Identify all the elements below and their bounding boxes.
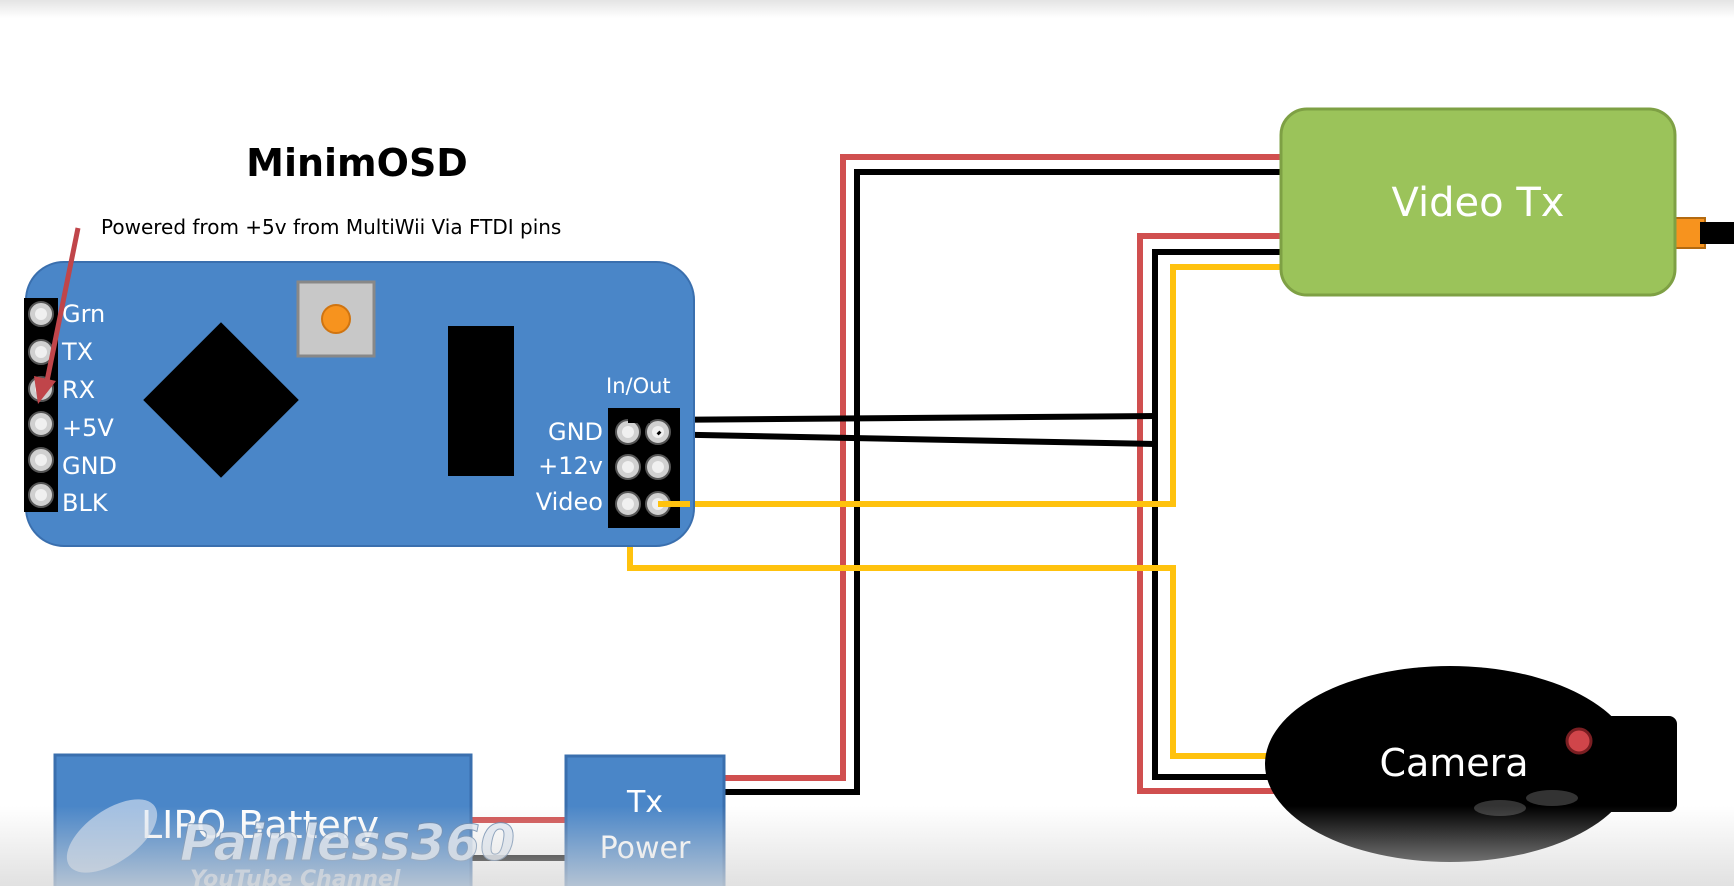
osd-button-cap bbox=[321, 304, 351, 334]
tx-power-line1: Tx bbox=[626, 785, 663, 820]
osd-button bbox=[296, 280, 376, 358]
osd-power-note: Powered from +5v from MultiWii Via FTDI … bbox=[101, 215, 561, 239]
io-label-12v: +12v bbox=[538, 452, 603, 480]
video-tx: Video Tx bbox=[1279, 107, 1677, 297]
wire-power-black bbox=[722, 169, 1282, 795]
wire-cam-black bbox=[1152, 249, 1285, 780]
wire-osd-gnd-1 bbox=[649, 413, 1156, 423]
io-label-video: Video bbox=[536, 488, 603, 516]
osd-regulator bbox=[448, 326, 514, 476]
wires bbox=[470, 154, 1734, 861]
pin-label-tx: TX bbox=[61, 338, 93, 366]
wire-cam-yellow bbox=[627, 504, 1285, 759]
osd-left-header bbox=[24, 298, 58, 512]
wire-osd-gnd-2 bbox=[649, 431, 1156, 447]
camera: Camera bbox=[1265, 666, 1677, 862]
pin-label-rx: RX bbox=[62, 376, 95, 404]
tx-power: Tx Power bbox=[564, 754, 726, 890]
pin-label-grn: Grn bbox=[62, 300, 105, 328]
watermark-logo: Painless360 bbox=[180, 814, 515, 872]
camera-label: Camera bbox=[1379, 741, 1528, 785]
minimosd-board: Grn TX RX +5V GND BLK In/Out GND +12v V bbox=[24, 261, 695, 547]
osd-left-pins bbox=[28, 301, 54, 508]
osd-left-pin-labels: Grn TX RX +5V GND BLK bbox=[61, 300, 117, 517]
tx-power-line2: Power bbox=[600, 831, 691, 866]
camera-led bbox=[1565, 727, 1593, 755]
power-arrow bbox=[34, 227, 81, 404]
pin-label-5v: +5V bbox=[62, 414, 114, 442]
pin-label-gnd: GND bbox=[62, 452, 117, 480]
pin-label-blk: BLK bbox=[62, 489, 109, 517]
io-label-gnd: GND bbox=[548, 418, 603, 446]
osd-title: MinimOSD bbox=[246, 141, 468, 185]
watermark-subtitle: YouTube Channel bbox=[190, 867, 401, 886]
wire-power-red bbox=[722, 154, 1282, 781]
video-tx-box bbox=[1279, 107, 1677, 297]
osd-io-pins bbox=[615, 419, 671, 517]
tx-power-box bbox=[564, 754, 726, 890]
video-tx-label: Video Tx bbox=[1392, 180, 1565, 226]
osd-chip bbox=[143, 322, 299, 478]
osd-io-labels: GND +12v Video bbox=[536, 418, 603, 516]
wire-cam-red bbox=[1137, 233, 1285, 794]
wire-vtx-yellow bbox=[660, 264, 1282, 507]
io-header-label: In/Out bbox=[606, 374, 671, 398]
